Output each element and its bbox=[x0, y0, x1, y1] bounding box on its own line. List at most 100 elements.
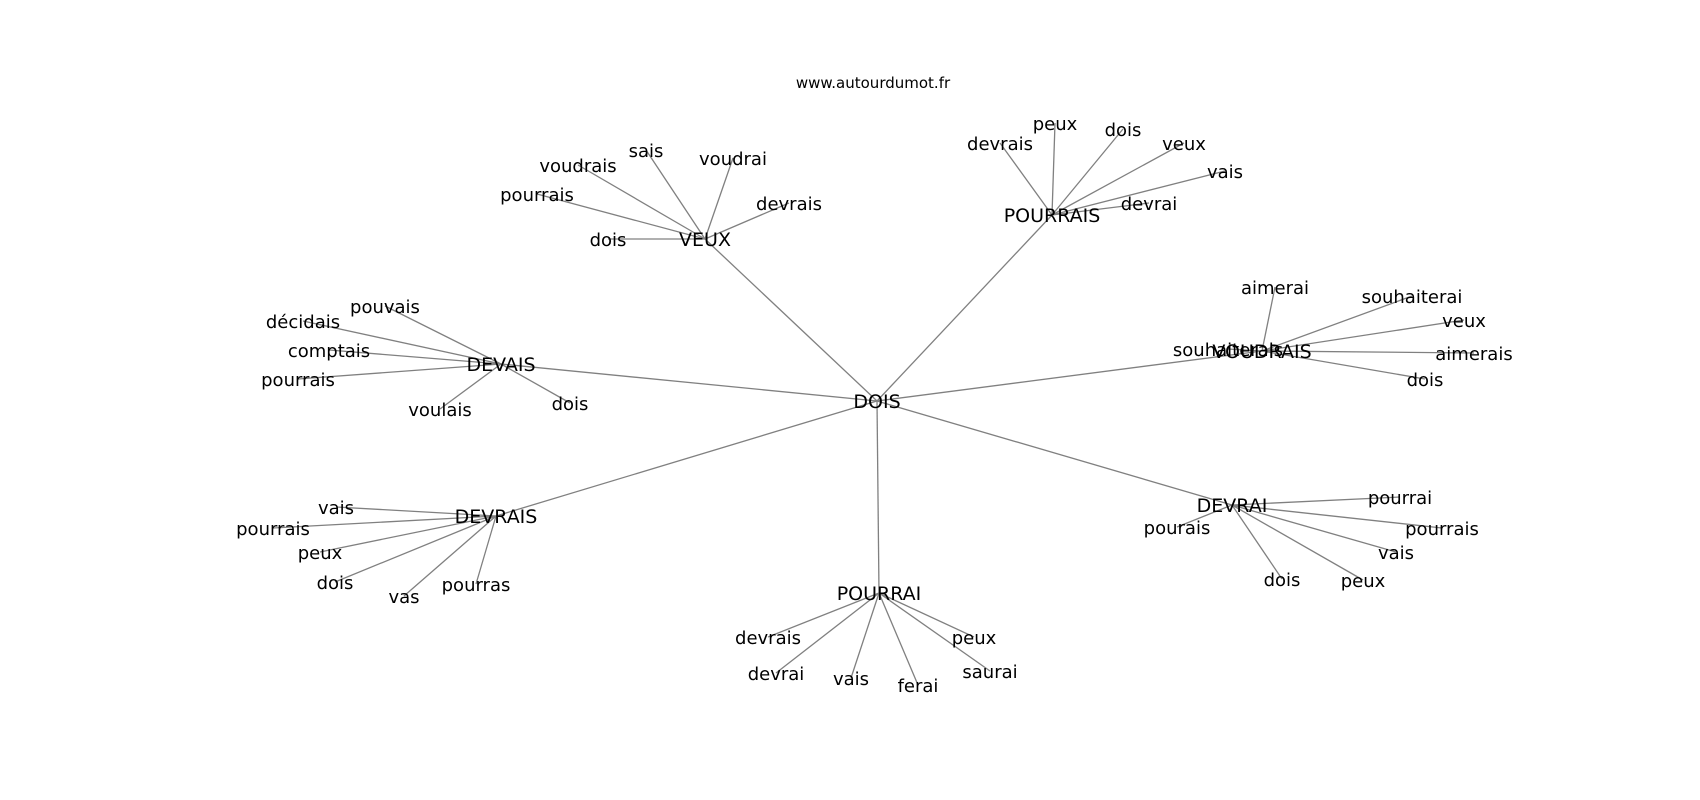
edge-veux-devrais bbox=[704, 202, 790, 240]
edge-center-devais bbox=[500, 363, 878, 402]
word-label-devais-pouvais: pouvais bbox=[350, 297, 420, 318]
word-label-pourrai-devrai: devrai bbox=[748, 664, 805, 685]
edge-devrai-vais bbox=[1231, 504, 1397, 553]
word-label-pourrai-devrais: devrais bbox=[735, 628, 801, 649]
edge-voudrais-dois bbox=[1261, 350, 1426, 380]
edge-center-veux bbox=[704, 238, 878, 402]
edge-pourrai-ferai bbox=[878, 592, 919, 686]
word-label-pourrais-devrais: devrais bbox=[967, 134, 1033, 155]
edge-veux-voudrai bbox=[704, 157, 734, 240]
edge-pourrais-devrai bbox=[1051, 202, 1150, 216]
edge-devrais-peux bbox=[319, 515, 497, 553]
edge-voudrais-veux bbox=[1261, 319, 1465, 352]
word-label-veux-dois: dois bbox=[590, 230, 627, 251]
edge-devrai-pourais bbox=[1176, 504, 1233, 528]
edge-center-pourrai bbox=[876, 400, 880, 594]
edge-pourrai-peux bbox=[878, 592, 975, 638]
word-label-pourrai-ferai: ferai bbox=[898, 676, 939, 697]
center-node-label: DOIS bbox=[853, 391, 900, 413]
edge-center-devrai bbox=[876, 400, 1233, 506]
edge-pourrai-saurai bbox=[878, 592, 991, 672]
word-label-devrai-pourrai: pourrai bbox=[1368, 488, 1432, 509]
word-label-veux-voudrai: voudrai bbox=[699, 149, 767, 170]
word-label-devrais-pourrais: pourrais bbox=[236, 519, 310, 540]
edge-devais-pourrais bbox=[297, 363, 502, 380]
hub-label-devrai: DEVRAI bbox=[1197, 495, 1268, 517]
edge-devrai-peux bbox=[1231, 504, 1364, 581]
edge-pourrais-devrais bbox=[999, 142, 1053, 216]
edge-voudrais-aimerai bbox=[1261, 286, 1276, 352]
edge-devrais-dois bbox=[334, 515, 497, 583]
edge-center-voudrais bbox=[876, 350, 1263, 402]
word-label-voudrais-souhaiterai: souhaiterai bbox=[1362, 287, 1463, 308]
edge-center-devrais bbox=[495, 400, 878, 517]
edge-voudrais-aimerais bbox=[1261, 350, 1475, 354]
word-label-veux-pourrais: pourrais bbox=[500, 185, 574, 206]
edge-pourrai-vais bbox=[850, 592, 880, 679]
edge-devrais-vais bbox=[335, 506, 497, 517]
edge-voudrais-souhaiterais bbox=[1227, 348, 1263, 352]
edge-voudrais-souhaiterai bbox=[1261, 295, 1413, 352]
edge-devais-decidais bbox=[302, 320, 502, 365]
hub-label-devais: DEVAIS bbox=[466, 354, 535, 376]
edges bbox=[272, 122, 1475, 686]
word-label-devrais-pourras: pourras bbox=[442, 575, 511, 596]
word-label-voudrais-dois: dois bbox=[1407, 370, 1444, 391]
edge-pourrai-devrai bbox=[775, 592, 880, 674]
word-label-devais-comptais: comptais bbox=[288, 341, 370, 362]
edge-veux-voudrais bbox=[577, 164, 706, 240]
word-label-devais-decidais: décidais bbox=[266, 312, 340, 333]
edge-devrais-pourrais bbox=[272, 515, 497, 529]
edge-pourrais-peux bbox=[1051, 122, 1056, 216]
hub-label-voudrais: VOUDRAIS bbox=[1212, 341, 1311, 363]
edge-devrai-pourrai bbox=[1231, 496, 1401, 506]
edge-center-pourrais bbox=[876, 214, 1053, 402]
word-label-devrais-vais: vais bbox=[318, 498, 354, 519]
word-label-pourrai-saurai: saurai bbox=[962, 662, 1017, 683]
edge-devais-pouvais bbox=[384, 305, 502, 365]
word-label-pourrai-peux: peux bbox=[952, 628, 997, 649]
word-label-devais-dois: dois bbox=[552, 394, 589, 415]
edge-pourrais-dois bbox=[1051, 128, 1124, 216]
word-label-devrais-peux: peux bbox=[298, 543, 343, 564]
edge-devais-voulais bbox=[439, 363, 502, 410]
edge-devrai-pourrais bbox=[1231, 504, 1443, 529]
edge-pourrai-devrais bbox=[767, 592, 880, 638]
hub-label-veux: VEUX bbox=[679, 229, 731, 251]
hub-label-devrais: DEVRAIS bbox=[455, 506, 538, 528]
word-label-devrai-pourais: pourais bbox=[1144, 518, 1211, 539]
word-label-devais-pourrais: pourrais bbox=[261, 370, 335, 391]
edge-devrais-vas bbox=[403, 515, 497, 597]
word-label-devrai-vais: vais bbox=[1378, 543, 1414, 564]
edge-veux-sais bbox=[645, 149, 706, 240]
word-label-voudrais-aimerais: aimerais bbox=[1435, 344, 1512, 365]
hub-label-pourrai: POURRAI bbox=[837, 583, 922, 605]
word-label-devrai-peux: peux bbox=[1341, 571, 1386, 592]
word-label-voudrais-veux: veux bbox=[1442, 311, 1486, 332]
edge-veux-pourrais bbox=[536, 193, 706, 240]
edge-devais-comptais bbox=[328, 349, 502, 365]
word-label-pourrai-vais: vais bbox=[833, 669, 869, 690]
watermark: www.autourdumot.fr bbox=[796, 74, 951, 92]
word-label-pourrais-devrai: devrai bbox=[1121, 194, 1178, 215]
word-label-devais-voulais: voulais bbox=[408, 400, 471, 421]
word-label-veux-sais: sais bbox=[629, 141, 664, 162]
word-label-devrais-dois: dois bbox=[317, 573, 354, 594]
hub-label-pourrais: POURRAIS bbox=[1004, 205, 1101, 227]
word-label-pourrais-dois: dois bbox=[1105, 120, 1142, 141]
word-label-pourrais-vais: vais bbox=[1207, 162, 1243, 183]
edge-devrais-pourras bbox=[475, 515, 497, 585]
word-label-voudrais-souhaiterais: souhaiterais bbox=[1173, 340, 1283, 361]
edge-pourrais-vais bbox=[1051, 170, 1226, 216]
edge-devais-dois bbox=[500, 363, 571, 404]
edge-devrai-dois bbox=[1231, 504, 1283, 580]
word-label-devrais-vas: vas bbox=[388, 587, 419, 608]
word-label-devrai-pourrais: pourrais bbox=[1405, 519, 1479, 540]
word-label-voudrais-aimerai: aimerai bbox=[1241, 278, 1309, 299]
labels: www.autourdumot.fr DOIS VEUXdoispourrais… bbox=[236, 74, 1513, 697]
edge-pourrais-veux bbox=[1051, 142, 1185, 216]
word-label-veux-voudrais: voudrais bbox=[539, 156, 616, 177]
word-label-devrai-dois: dois bbox=[1264, 570, 1301, 591]
